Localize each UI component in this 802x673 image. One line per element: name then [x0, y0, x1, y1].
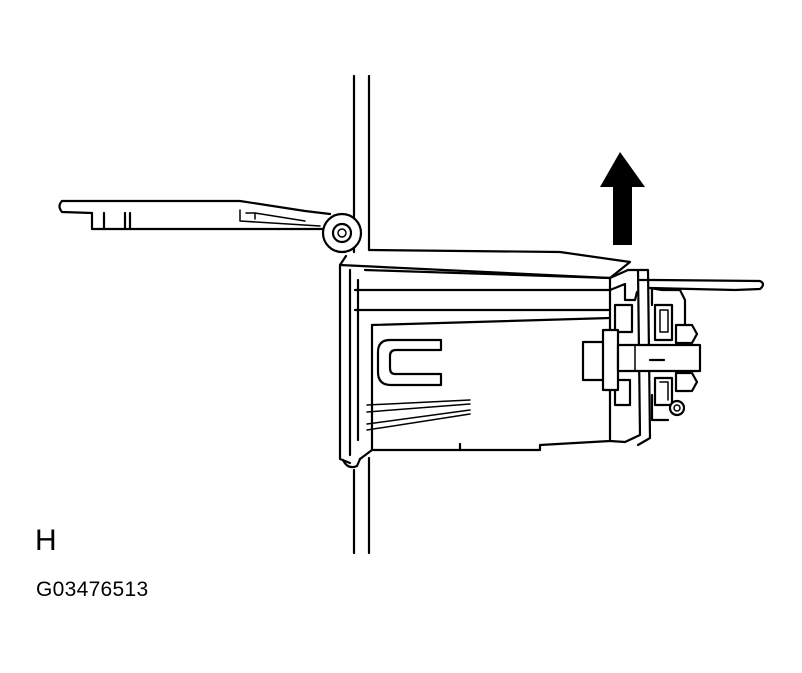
arrow-up-icon — [600, 152, 645, 245]
figure-id: G03476513 — [36, 578, 149, 601]
vertical-panel — [352, 74, 371, 555]
bolt-assembly — [581, 303, 702, 422]
hinge-pin — [321, 212, 363, 254]
bracket-housing — [338, 248, 632, 469]
hinge-arm — [58, 199, 332, 231]
step-label: H — [35, 524, 57, 557]
